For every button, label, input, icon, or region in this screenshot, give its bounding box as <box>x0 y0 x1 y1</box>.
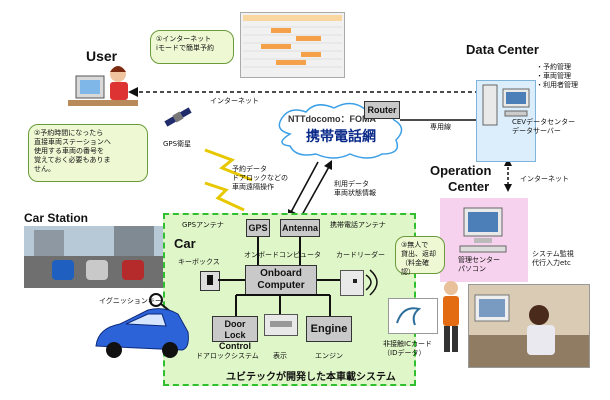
note-line: ドアロックなどの <box>232 174 288 182</box>
pc-icon <box>459 207 507 253</box>
bubble-line: ②予約時間になったら <box>34 129 104 137</box>
ic-card-line: （IDデータ） <box>383 349 426 357</box>
gps-satellite-label: GPS衛星 <box>163 140 192 148</box>
ic-card-line: 非接触ICカード <box>383 340 432 348</box>
keybox-icon <box>200 271 220 291</box>
mobile-antenna-label: 携帯電話アンテナ <box>330 221 386 229</box>
reservation-bubble: ①インターネット iモードで簡単予約 <box>150 30 234 64</box>
onboard-jp-label: オンボードコンピュータ <box>244 251 321 259</box>
data-center-item: ・予約管理 <box>536 63 571 71</box>
dedicated-line-label: 専用線 <box>430 123 451 131</box>
card-reader-icon <box>340 270 364 296</box>
pc-label-line: 管理センター <box>458 256 500 264</box>
data-center-title: Data Center <box>466 42 539 57</box>
gps-box-label: GPS <box>248 223 268 233</box>
car-station-photo <box>24 226 164 288</box>
car-illustration <box>95 293 189 358</box>
cloud-network-name: 携帯電話網 <box>306 129 376 145</box>
door-lock-box: Door Lock Control <box>212 316 258 351</box>
ic-card-icon <box>388 298 438 334</box>
car-station-title: Car Station <box>24 211 89 225</box>
note-line: 利用データ <box>334 180 369 188</box>
data-center-item: ・利用者管理 <box>536 81 578 89</box>
engine-label: エンジン <box>315 352 343 360</box>
user-title: User <box>86 48 118 64</box>
cloud-provider: NTTdocomo：FOMA <box>288 114 376 124</box>
server-label-line: データサーバー <box>512 127 561 135</box>
car-system-area <box>163 213 416 386</box>
internet-label: インターネット <box>210 97 259 105</box>
bubble-line: （料金確認） <box>401 259 429 276</box>
bubble-line: 貸出、返却 <box>401 250 436 258</box>
bubble-line: ③無人で <box>401 241 429 249</box>
ic-card-label: 非接触ICカード （IDデータ） <box>383 340 432 358</box>
display-icon <box>264 314 298 336</box>
note-line: 車両状態情報 <box>334 189 376 197</box>
usage-note: 利用データ 車両状態情報 <box>334 180 376 198</box>
data-center-items: ・予約管理 ・車両管理 ・利用者管理 <box>536 63 578 90</box>
bubble-line: 使用する車両の番号を <box>34 147 104 155</box>
operation-internet-label: インターネット <box>520 175 569 183</box>
car-system-footer: ユビテックが開発した本車載システム <box>226 372 396 383</box>
bubble-line: せん。 <box>34 165 55 173</box>
system-label-line: 代行入力etc <box>532 259 571 267</box>
bubble-line: iモードで簡単予約 <box>156 44 214 52</box>
car-title: Car <box>174 236 196 251</box>
onboard-line: Computer <box>257 280 305 291</box>
ignition-key-label: イグニッションキー <box>99 297 162 305</box>
gps-antenna-label: GPSアンテナ <box>182 221 224 229</box>
antenna-box: Antenna <box>280 219 320 237</box>
server-label-line: CEVデータセンター <box>512 118 576 126</box>
bubble-line: ①インターネット <box>156 35 212 43</box>
server-label: CEVデータセンター データサーバー <box>512 118 575 136</box>
operator-photo <box>468 284 590 368</box>
operation-center-title: Operation Center <box>430 163 491 195</box>
card-reader-label: カードリーダー <box>336 251 385 259</box>
gps-box: GPS <box>246 219 270 237</box>
onboard-line: Onboard <box>260 268 302 279</box>
operation-title-line: Operation <box>430 163 492 178</box>
door-lock-label: ドアロックシステム <box>196 352 259 360</box>
door-lock-line: Door Lock <box>224 319 246 340</box>
operation-title-line: Center <box>448 179 490 194</box>
operation-pc-panel <box>440 198 528 282</box>
server-icon <box>482 84 530 126</box>
onboard-computer-box: Onboard Computer <box>245 265 317 295</box>
antenna-box-label: Antenna <box>282 223 318 233</box>
router-label: Router <box>367 105 397 115</box>
bubble-line: 覚えておく必要もありま <box>34 156 111 164</box>
router-box: Router <box>364 101 400 119</box>
unmanned-rental-bubble: ③無人で 貸出、返却 （料金確認） <box>395 236 445 276</box>
keybox-label: キーボックス <box>178 258 220 266</box>
door-lock-line: Control <box>219 341 251 351</box>
schedule-thumbnail <box>240 12 345 78</box>
note-line: 予約データ <box>232 165 267 173</box>
pc-label-line: パソコン <box>458 265 486 273</box>
note-line: 車両遠隔操作 <box>232 183 274 191</box>
engine-box-label: Engine <box>310 323 348 335</box>
reservation-note: 予約データ ドアロックなどの 車両遠隔操作 <box>232 165 288 192</box>
bubble-line: 直接車両ステーションへ <box>34 138 111 146</box>
data-center-item: ・車両管理 <box>536 72 571 80</box>
engine-box: Engine <box>306 316 352 342</box>
system-label-line: システム監視 <box>532 250 574 258</box>
user-illustration <box>68 66 138 106</box>
display-label: 表示 <box>273 352 287 360</box>
person-icon <box>443 281 459 352</box>
station-bubble: ②予約時間になったら 直接車両ステーションへ 使用する車両の番号を 覚えておく必… <box>28 124 148 182</box>
server-panel <box>476 80 536 162</box>
operation-pc-label: 管理センター パソコン <box>458 256 500 274</box>
system-label: システム監視 代行入力etc <box>532 250 574 268</box>
